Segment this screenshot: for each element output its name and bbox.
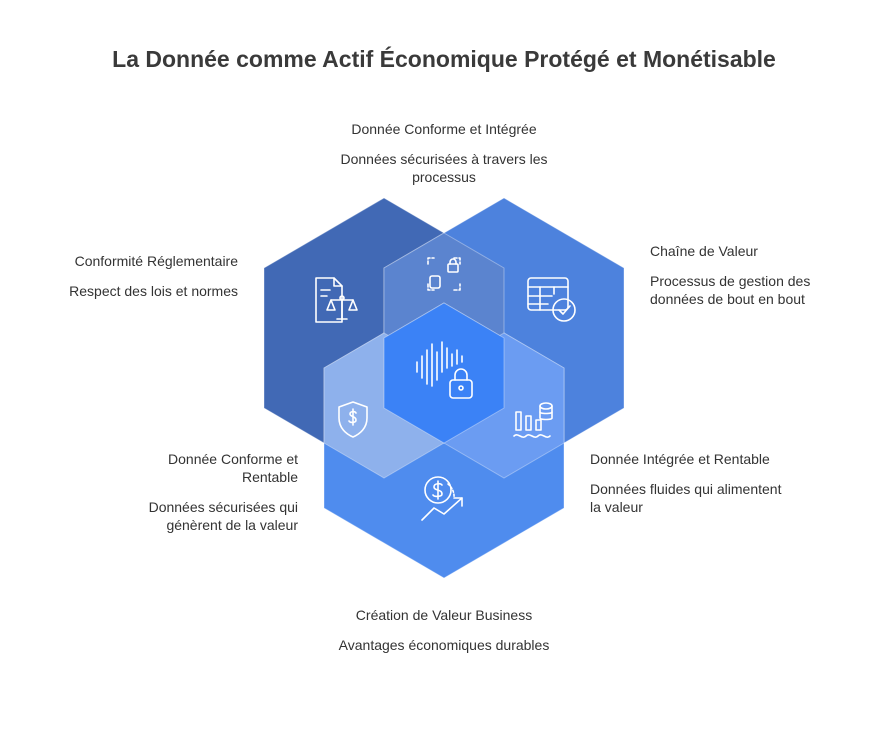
label-bottom-right-heading: Donnée Intégrée et Rentable (590, 451, 770, 467)
label-top-heading: Donnée Conforme et Intégrée (351, 121, 537, 137)
signal-lock-icon (416, 341, 473, 399)
label-bottom: Création de Valeur Business Avantages éc… (294, 606, 594, 654)
legal-document-scale-icon (315, 277, 358, 323)
label-bottom-left-heading: Donnée Conforme et Rentable (168, 451, 298, 485)
label-bottom-left-desc: Données sécurisées qui génèrent de la va… (148, 499, 298, 533)
label-bottom-heading: Création de Valeur Business (355, 607, 533, 623)
label-top-desc: Données sécurisées à travers les process… (340, 151, 548, 185)
label-left: Conformité Réglementaire Respect des loi… (30, 252, 238, 300)
label-bottom-right: Donnée Intégrée et Rentable Données flui… (590, 450, 790, 516)
label-left-desc: Respect des lois et normes (69, 283, 238, 299)
label-right-desc: Processus de gestion des données de bout… (650, 273, 811, 307)
label-bottom-right-desc: Données fluides qui alimentent la valeur (590, 481, 782, 515)
label-right-heading: Chaîne de Valeur (650, 243, 758, 259)
overlap-center (383, 302, 505, 444)
label-bottom-left: Donnée Conforme et Rentable Données sécu… (118, 450, 298, 534)
table-check-icon (527, 277, 576, 322)
label-right: Chaîne de Valeur Processus de gestion de… (650, 242, 830, 308)
label-bottom-desc: Avantages économiques durables (338, 637, 550, 653)
chart-database-icon (513, 402, 553, 438)
label-top: Donnée Conforme et Intégrée Données sécu… (314, 120, 574, 186)
shield-dollar-icon (338, 401, 368, 438)
page-title: La Donnée comme Actif Économique Protégé… (112, 46, 776, 72)
label-left-heading: Conformité Réglementaire (74, 253, 238, 269)
data-lock-icon (427, 257, 461, 291)
dollar-growth-icon (421, 476, 463, 521)
